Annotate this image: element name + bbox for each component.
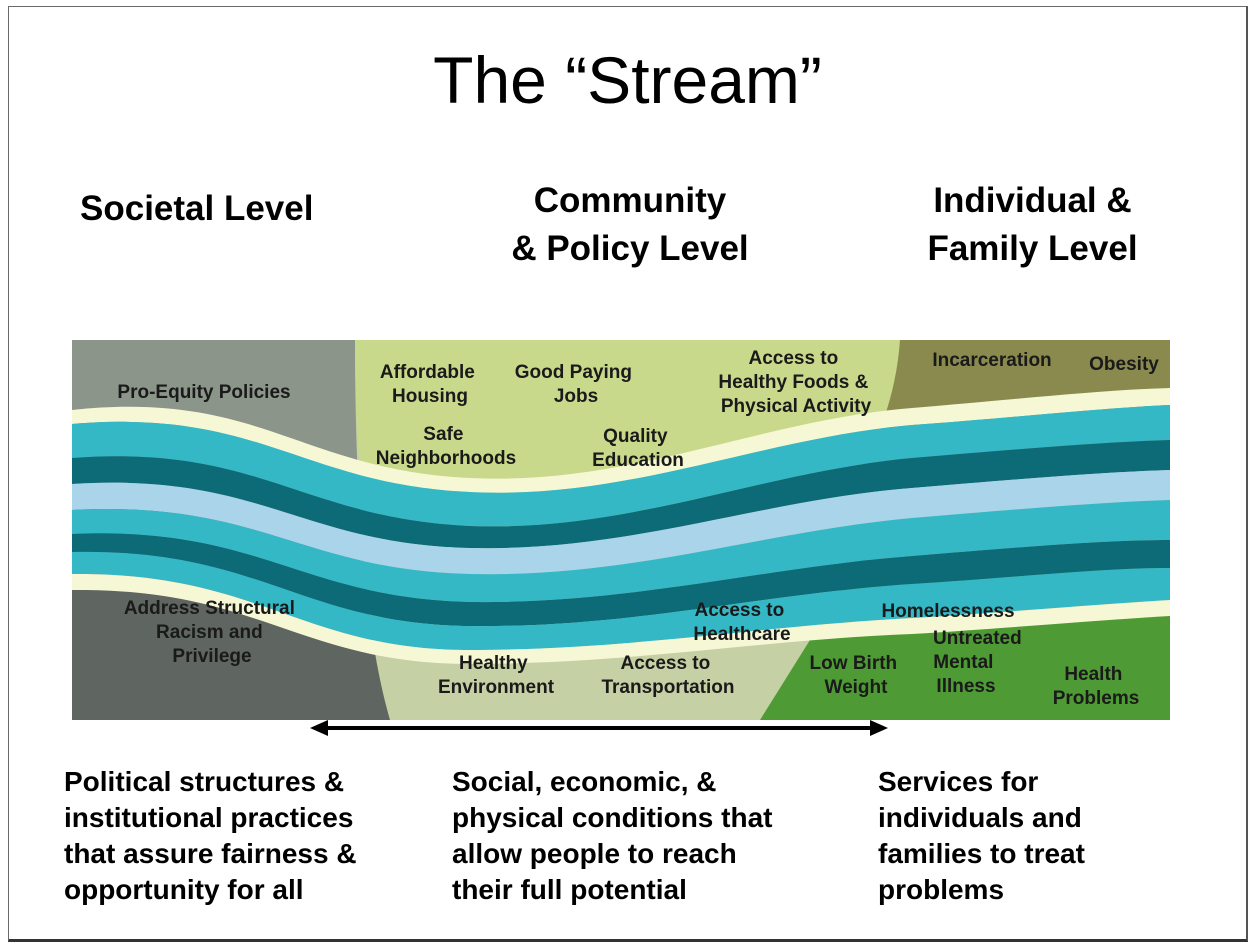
community-level-heading-line: & Policy Level (511, 229, 749, 268)
label-quality-education: Quality Education (592, 426, 684, 471)
description-line: Political structures & (64, 766, 345, 797)
label-address-structural-racism: Address Structural Racism and Privilege (124, 598, 300, 667)
description-line: families to treat (878, 838, 1085, 869)
societal-description: Political structures & institutional pra… (64, 764, 357, 908)
slide-title: The “Stream” (433, 43, 822, 117)
description-line: physical conditions that (452, 802, 773, 833)
individual-description: Services for individuals and families to… (878, 764, 1085, 908)
label-low-birth-weight: Low Birth Weight (810, 653, 903, 698)
description-line: problems (878, 874, 1005, 905)
label-access-to-transportation: Access to Transportation (601, 653, 734, 698)
stream-band-dark-teal-1 (72, 440, 1170, 549)
label-untreated-mental-illness: Untreated Mental Illness (933, 628, 1027, 697)
label-homelessness: Homelessness (881, 601, 1014, 622)
individual-level-heading-line: Family Level (927, 229, 1138, 268)
community-level-heading: Community & Policy Level (485, 177, 775, 273)
label-health-problems: Health Problems (1053, 664, 1140, 709)
description-line: institutional practices (64, 802, 354, 833)
label-healthy-environment: Healthy Environment (438, 653, 555, 698)
label-safe-neighborhoods: Safe Neighborhoods (376, 424, 516, 469)
stream-band-dark-teal-2 (72, 533, 1170, 627)
individual-level-heading: Individual & Family Level (905, 177, 1160, 273)
label-pro-equity-policies: Pro-Equity Policies (117, 382, 290, 403)
societal-level-heading-line: Societal Level (80, 189, 314, 228)
label-access-to-healthcare: Access to Healthcare (693, 600, 790, 645)
stream-band-light-blue (72, 470, 1170, 575)
description-line: allow people to reach (452, 838, 737, 869)
societal-level-heading: Societal Level (80, 185, 313, 233)
label-affordable-housing: Affordable Housing (380, 362, 480, 407)
stream-band-cream-top (72, 388, 1170, 493)
description-line: opportunity for all (64, 874, 304, 905)
individual-level-heading-line: Individual & (933, 181, 1132, 220)
label-good-paying-jobs: Good Paying Jobs (515, 362, 637, 407)
slide-frame (8, 6, 1248, 942)
label-access-healthy-foods: Access to Healthy Foods & Physical Activ… (718, 348, 873, 417)
label-obesity: Obesity (1089, 354, 1159, 375)
stream-band-turquoise-3 (72, 551, 1170, 650)
description-line: Social, economic, & (452, 766, 717, 797)
double-arrow-icon (310, 720, 888, 736)
description-line: that assure fairness & (64, 838, 357, 869)
description-line: their full potential (452, 874, 687, 905)
label-incarceration: Incarceration (932, 350, 1051, 371)
description-line: individuals and (878, 802, 1082, 833)
description-line: Services for (878, 766, 1039, 797)
community-level-heading-line: Community (533, 181, 727, 220)
community-description: Social, economic, & physical conditions … (452, 764, 772, 908)
stream-band-turquoise-1 (72, 405, 1170, 527)
stream-band-turquoise-2 (72, 500, 1170, 603)
stream-band-cream-bottom (72, 573, 1170, 664)
